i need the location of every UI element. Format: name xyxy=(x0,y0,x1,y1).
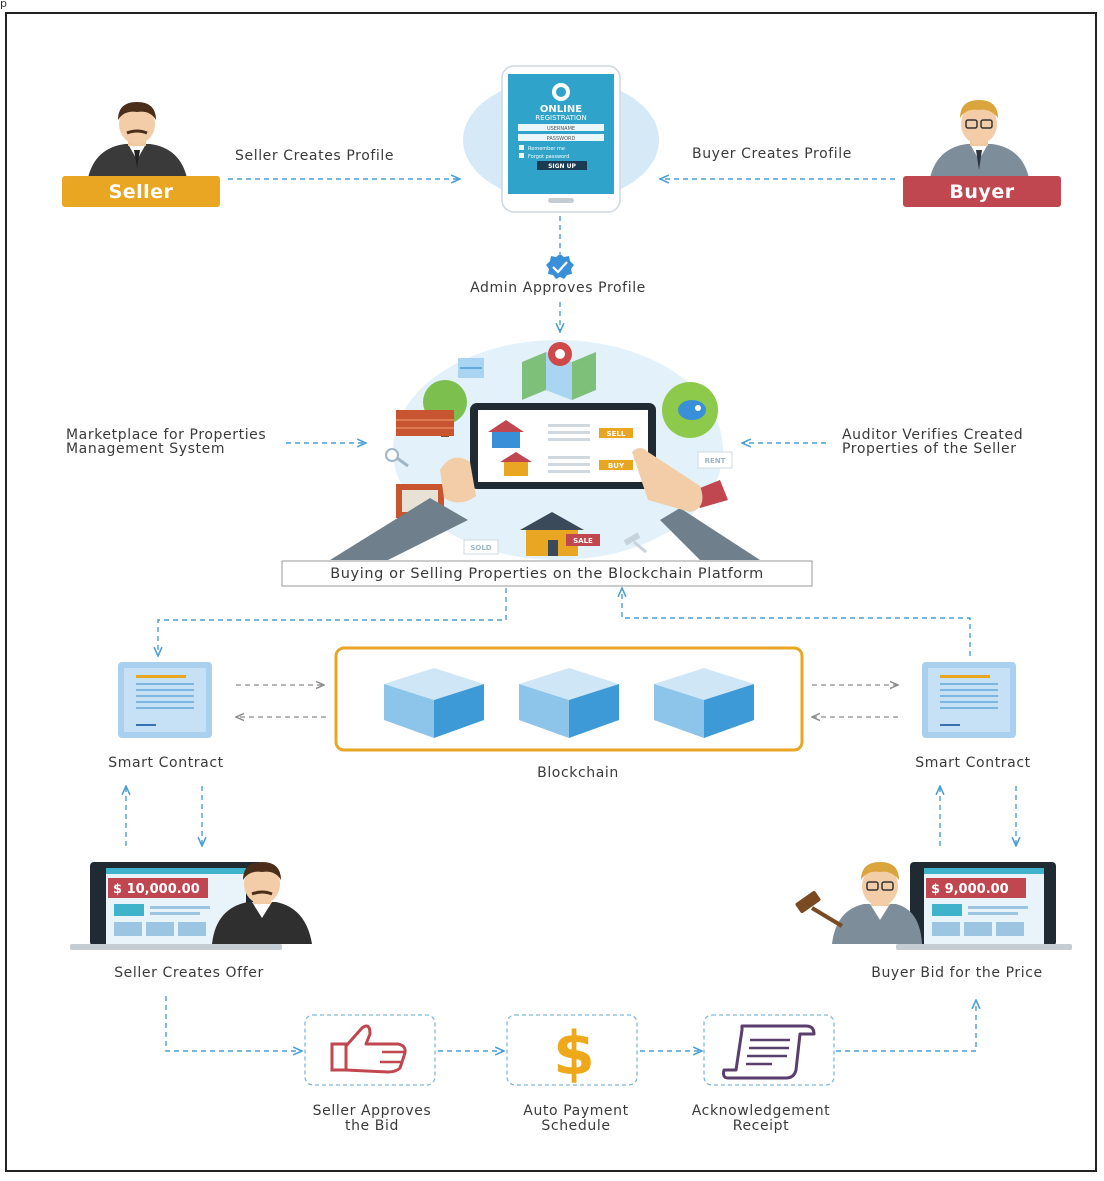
buyer-bid-price: $ 9,000.00 xyxy=(931,882,1009,897)
buy-tag: BUY xyxy=(608,462,625,470)
marketplace-label-line2: Management System xyxy=(66,441,225,457)
hands xyxy=(330,448,760,560)
auto-payment-label-line1: Auto Payment xyxy=(523,1103,628,1119)
smart-contract-left-label: Smart Contract xyxy=(108,755,223,771)
gavel-icon xyxy=(795,890,844,928)
receipt-icon xyxy=(722,1024,816,1080)
seller-approves-label-line2: the Bid xyxy=(345,1118,399,1134)
seller-avatar xyxy=(88,102,187,178)
tree-fence-icon xyxy=(396,380,467,437)
key-icon xyxy=(385,448,409,468)
buyer-badge: Buyer xyxy=(903,176,1061,207)
thumbs-up-icon xyxy=(330,1024,407,1074)
seller-approves-label-line1: Seller Approves xyxy=(313,1103,432,1119)
platform-to-left-contract-arrow xyxy=(158,588,507,656)
map-icon xyxy=(522,342,596,400)
platform-box-label: Buying or Selling Properties on the Bloc… xyxy=(330,566,764,582)
block-cube-3 xyxy=(654,668,754,738)
seller-creates-profile-label: Seller Creates Profile xyxy=(235,148,394,164)
auditor-label-line1: Auditor Verifies Created xyxy=(842,427,1023,443)
page-label: p xyxy=(0,0,7,10)
rent-sign: RENT xyxy=(697,451,733,469)
sold-tag: SOLD xyxy=(470,544,491,552)
ack-receipt-label-line2: Receipt xyxy=(733,1118,790,1134)
phone-password-field: PASSWORD xyxy=(547,136,576,142)
blockchain-label: Blockchain xyxy=(537,765,619,781)
check-icon xyxy=(546,254,574,279)
marketplace-label-line1: Marketplace for Properties xyxy=(66,427,266,443)
auto-payment-box: $ xyxy=(506,1014,638,1089)
offer-to-approve-arrow xyxy=(165,996,302,1051)
phone-forgot: Forgot password xyxy=(528,154,569,160)
phone-username-field: USERNAME xyxy=(547,126,575,132)
buyer-creates-profile-label: Buyer Creates Profile xyxy=(692,146,852,162)
sale-tag: SALE xyxy=(573,537,593,545)
platform-box: Buying or Selling Properties on the Bloc… xyxy=(281,560,813,587)
right-contract-to-platform-arrow xyxy=(622,588,971,656)
tablet: SELL BUY xyxy=(470,403,656,489)
auditor-label-line2: Properties of the Seller xyxy=(842,441,1017,457)
ack-receipt-box xyxy=(703,1014,835,1086)
rent-tag: RENT xyxy=(705,457,726,465)
block-cube-1 xyxy=(384,668,484,738)
phone-signup: SIGN UP xyxy=(548,163,576,170)
idea-bulb-icon xyxy=(662,382,718,438)
buyer-bid-laptop: $ 9,000.00 xyxy=(896,862,1072,950)
seller-badge-label: Seller xyxy=(109,181,174,203)
sell-tag: SELL xyxy=(607,430,626,438)
seller-badge: Seller xyxy=(62,176,220,207)
buyer-avatar xyxy=(930,100,1029,178)
buyer-bid-label: Buyer Bid for the Price xyxy=(871,965,1043,981)
dollar-icon: $ xyxy=(553,1019,595,1089)
smart-contract-left-icon xyxy=(118,662,212,738)
ack-receipt-label-line1: Acknowledgement xyxy=(692,1103,831,1119)
registration-phone: ONLINE REGISTRATION USERNAME PASSWORD Re… xyxy=(463,65,659,213)
blockchain-box xyxy=(334,646,804,752)
phone-title: ONLINE xyxy=(540,104,582,115)
receipt-to-bid-arrow xyxy=(836,1000,976,1052)
auto-payment-label-line2: Schedule xyxy=(541,1118,610,1134)
smart-contract-right-label: Smart Contract xyxy=(915,755,1030,771)
seller-offer-price: $ 10,000.00 xyxy=(113,882,200,897)
seller-creates-offer-label: Seller Creates Offer xyxy=(114,965,264,981)
seller-approves-box xyxy=(304,1014,436,1086)
buyer-badge-label: Buyer xyxy=(949,181,1014,203)
phone-subtitle: REGISTRATION xyxy=(535,114,586,122)
block-cube-2 xyxy=(519,668,619,738)
seller-offer-avatar xyxy=(212,862,312,944)
phone-remember: Remember me xyxy=(528,146,565,152)
gavel-small-icon xyxy=(623,532,647,554)
sold-sign: SOLD xyxy=(463,539,499,555)
pool-icon xyxy=(458,358,484,378)
smart-contract-right-icon xyxy=(922,662,1016,738)
sale-house: SALE xyxy=(520,512,600,556)
admin-approves-profile-label: Admin Approves Profile xyxy=(470,280,646,296)
buyer-bid-avatar xyxy=(832,862,922,944)
marketplace-illustration: RENT SELL BUY xyxy=(330,340,760,560)
